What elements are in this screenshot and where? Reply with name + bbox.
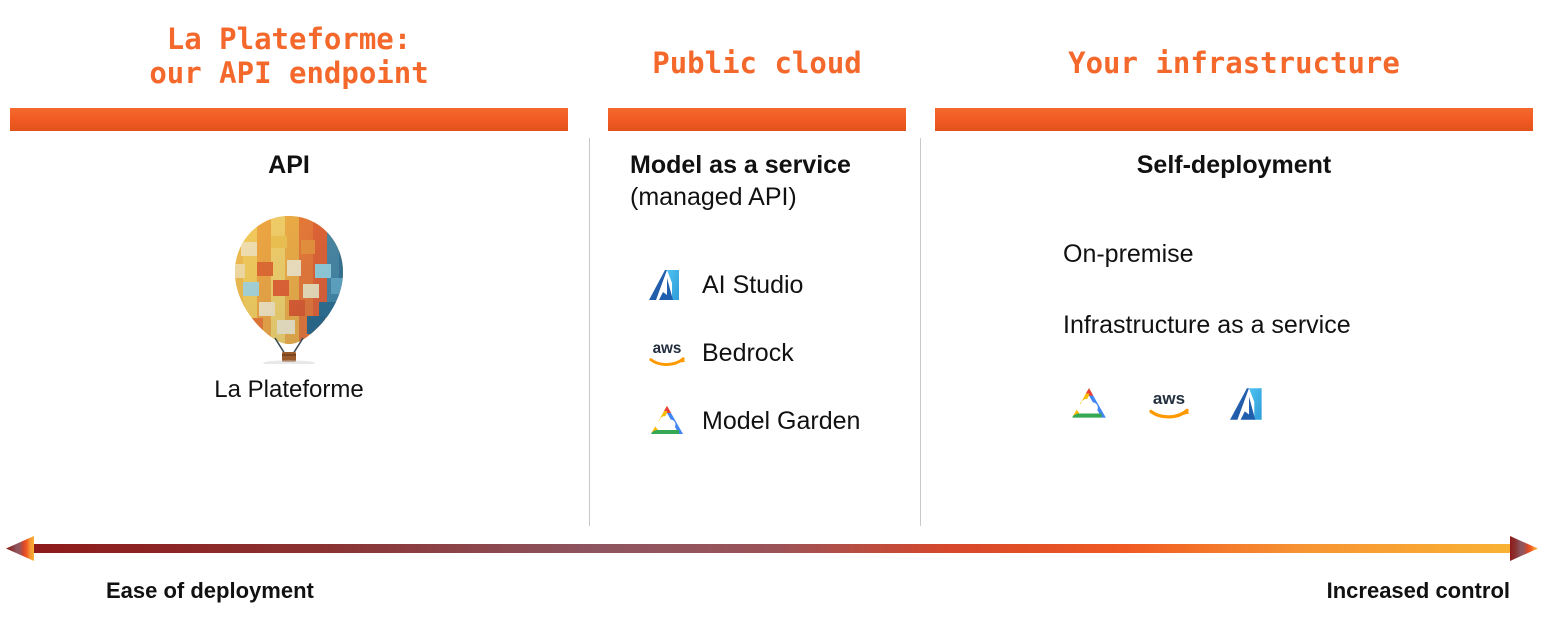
spectrum-arrow — [0, 534, 1544, 568]
service-label: Bedrock — [702, 338, 794, 367]
google-cloud-logo-icon — [1065, 382, 1113, 426]
balloon-caption: La Plateforme — [214, 376, 364, 403]
service-label: Model Garden — [702, 406, 861, 435]
hot-air-balloon-icon — [227, 212, 351, 364]
column-subtitle-managed-api: (managed API) — [630, 183, 797, 211]
column-heading-your-infrastructure: Your infrastructure — [1068, 46, 1400, 80]
list-item[interactable]: Model Garden — [646, 398, 906, 444]
column-title-model-as-a-service: Model as a service — [630, 151, 851, 179]
svg-text:aws: aws — [1153, 389, 1185, 408]
deployment-options-list: On-premise Infrastructure as a service — [935, 240, 1533, 340]
list-item: On-premise — [1063, 240, 1194, 268]
cloud-provider-logo-row: aws — [935, 382, 1533, 426]
column-bar-your-infrastructure — [935, 108, 1533, 131]
column-title-api: API — [268, 151, 310, 179]
aws-logo-icon: aws — [646, 332, 688, 374]
column-la-plateforme: API — [10, 150, 568, 404]
service-label: AI Studio — [702, 270, 804, 299]
azure-logo-icon — [646, 264, 688, 306]
column-bar-la-plateforme — [10, 108, 568, 131]
column-heading-la-plateforme: La Plateforme: our API endpoint — [149, 22, 429, 90]
list-item: Infrastructure as a service — [1063, 311, 1351, 339]
column-public-cloud: Model as a service (managed API) — [608, 150, 906, 466]
list-item[interactable]: aws Bedrock — [646, 330, 906, 376]
axis-label-increased-control: Increased control — [1326, 578, 1510, 603]
column-divider-1 — [589, 138, 590, 526]
svg-text:aws: aws — [653, 340, 682, 357]
azure-logo-icon — [1225, 382, 1273, 426]
aws-logo-icon: aws — [1145, 382, 1193, 426]
axis-label-ease-of-deployment: Ease of deployment — [106, 578, 314, 603]
column-divider-2 — [920, 138, 921, 526]
balloon-block: La Plateforme — [10, 212, 568, 404]
service-list: AI Studio aws Bedrock — [608, 262, 906, 444]
column-heading-public-cloud: Public cloud — [652, 46, 862, 80]
column-bar-public-cloud — [608, 108, 906, 131]
column-title-self-deployment: Self-deployment — [1136, 151, 1332, 179]
column-your-infrastructure: Self-deployment On-premise Infrastructur… — [935, 150, 1533, 426]
google-cloud-logo-icon — [646, 400, 688, 442]
list-item[interactable]: AI Studio — [646, 262, 906, 308]
axis-label-row: Ease of deployment Increased control — [0, 578, 1544, 608]
